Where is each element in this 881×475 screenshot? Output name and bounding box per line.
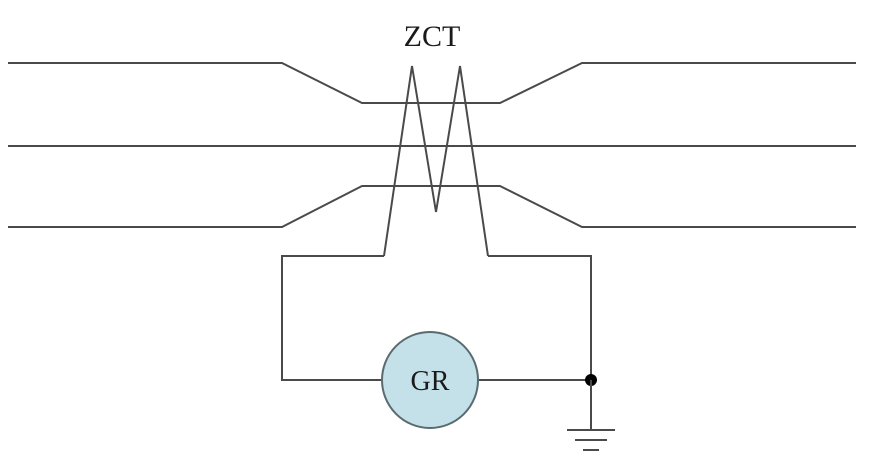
- ground-symbol: [567, 380, 615, 451]
- zct-winding: [383, 65, 489, 257]
- secondary-wire-right: [477, 255, 592, 381]
- zct-label: ZCT: [404, 20, 461, 53]
- phase-conductor-top: [8, 62, 856, 104]
- ground-relay: [381, 331, 479, 429]
- ground-relay-label: GR: [411, 366, 450, 397]
- secondary-wire-left: [281, 255, 384, 381]
